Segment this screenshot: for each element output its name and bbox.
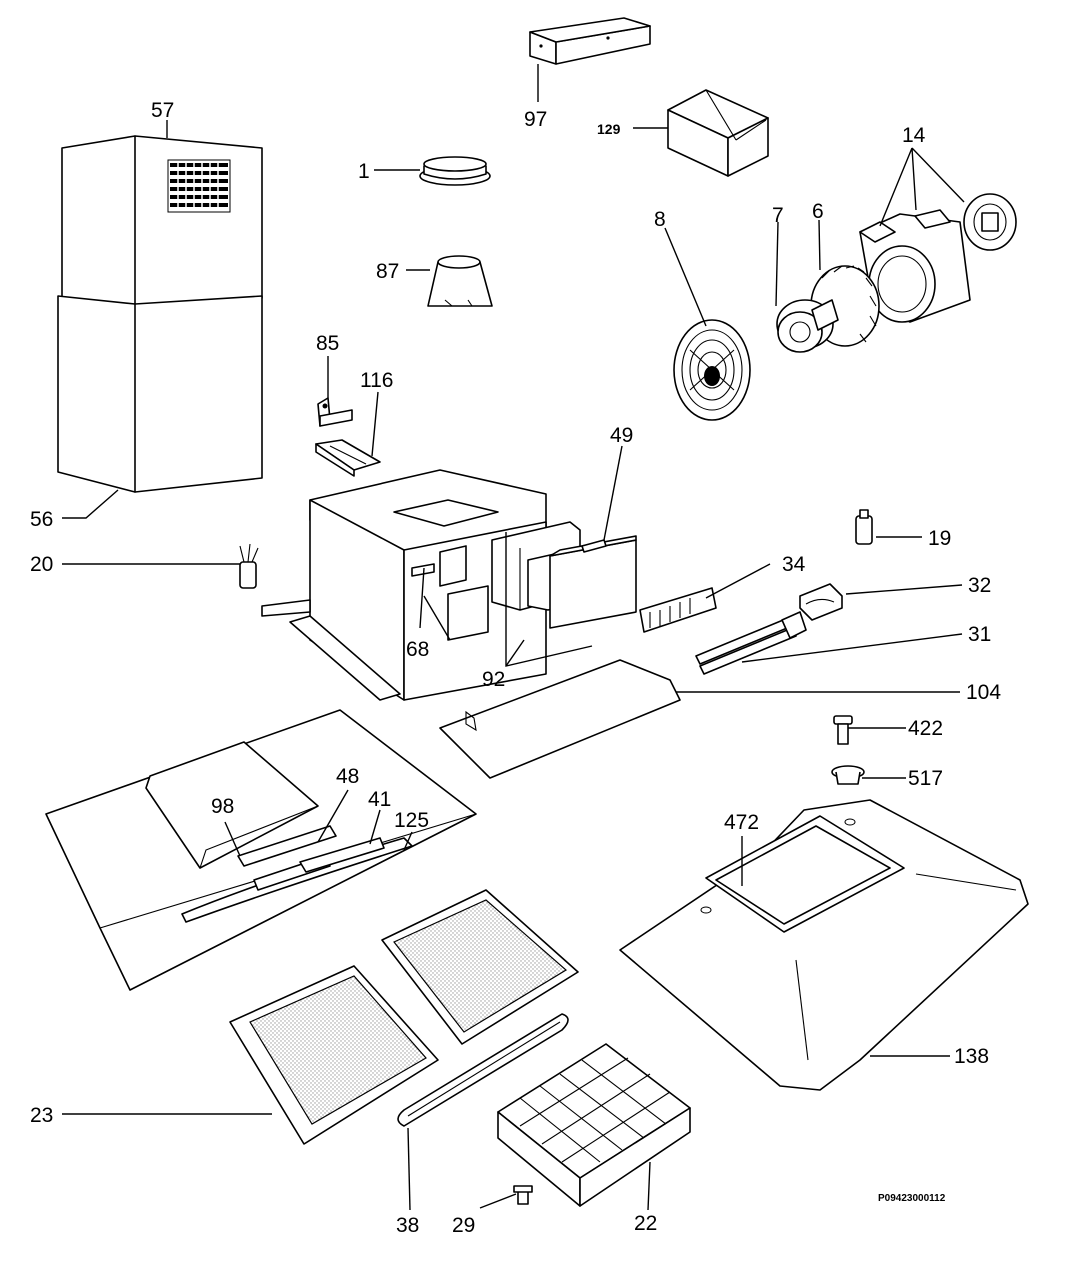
label-22: 22 bbox=[634, 1212, 657, 1235]
label-23: 23 bbox=[30, 1104, 53, 1127]
label-68: 68 bbox=[406, 638, 429, 661]
screw-part-422 bbox=[833, 715, 853, 745]
motor-housing-part bbox=[859, 193, 1017, 323]
main-body-box bbox=[261, 469, 547, 701]
grease-filter-part-2 bbox=[381, 889, 579, 1045]
light-fitting-part bbox=[639, 587, 717, 633]
canopy-control-part bbox=[45, 709, 477, 991]
label-472: 472 bbox=[724, 811, 759, 834]
label-29: 29 bbox=[452, 1214, 475, 1237]
lamp-holder-part bbox=[799, 583, 843, 621]
label-57: 57 bbox=[151, 99, 174, 122]
bracket-part bbox=[529, 17, 651, 65]
sleeve-part bbox=[427, 255, 493, 307]
label-38: 38 bbox=[396, 1214, 419, 1237]
strip-part bbox=[397, 1013, 569, 1127]
label-31: 31 bbox=[968, 623, 991, 646]
label-98: 98 bbox=[211, 795, 234, 818]
fitting-part-19 bbox=[855, 509, 873, 545]
label-97: 97 bbox=[524, 108, 547, 131]
lamp-part bbox=[695, 611, 807, 675]
fan-disc-part bbox=[673, 319, 751, 421]
label-87: 87 bbox=[376, 260, 399, 283]
label-6: 6 bbox=[812, 200, 824, 223]
label-92: 92 bbox=[482, 668, 505, 691]
cap-part bbox=[419, 156, 491, 186]
label-8: 8 bbox=[654, 208, 666, 231]
chimney-vent-grid bbox=[167, 159, 231, 213]
label-422: 422 bbox=[908, 717, 943, 740]
label-48: 48 bbox=[336, 765, 359, 788]
carbon-filter-part bbox=[497, 1043, 691, 1207]
fitting-part-20 bbox=[239, 543, 259, 589]
drawing-code: P09423000112 bbox=[878, 1193, 946, 1204]
label-517: 517 bbox=[908, 767, 943, 790]
chimney-upper-part bbox=[61, 135, 263, 307]
label-125: 125 bbox=[394, 809, 429, 832]
chimney-lower-part bbox=[57, 295, 263, 493]
label-1: 1 bbox=[358, 160, 370, 183]
label-34: 34 bbox=[782, 553, 806, 576]
clip-part-116 bbox=[315, 439, 381, 477]
label-116: 116 bbox=[360, 369, 393, 392]
label-104: 104 bbox=[966, 681, 1001, 704]
label-138: 138 bbox=[954, 1045, 989, 1068]
leader-lines bbox=[62, 64, 965, 1211]
spacer-part-517 bbox=[831, 765, 865, 785]
label-49: 49 bbox=[610, 424, 633, 447]
clip-part-85 bbox=[317, 397, 353, 427]
label-19: 19 bbox=[928, 527, 951, 550]
label-32: 32 bbox=[968, 574, 991, 597]
label-41: 41 bbox=[368, 788, 391, 811]
canopy-top-part bbox=[619, 799, 1029, 1091]
label-7: 7 bbox=[772, 204, 784, 227]
label-85: 85 bbox=[316, 332, 339, 355]
label-20: 20 bbox=[30, 553, 53, 576]
light-cover-part bbox=[439, 659, 681, 779]
label-14: 14 bbox=[902, 124, 926, 147]
screw-part-29 bbox=[513, 1185, 533, 1205]
part-labels: 57 56 1 87 85 116 97 129 14 8 7 6 49 19 … bbox=[30, 99, 1001, 1237]
motor-fan-part bbox=[776, 265, 880, 353]
box-part bbox=[667, 89, 769, 177]
grease-filter-part-1 bbox=[229, 965, 439, 1145]
label-56: 56 bbox=[30, 508, 53, 531]
label-129: 129 bbox=[597, 121, 621, 137]
filter-block-92 bbox=[491, 521, 637, 629]
